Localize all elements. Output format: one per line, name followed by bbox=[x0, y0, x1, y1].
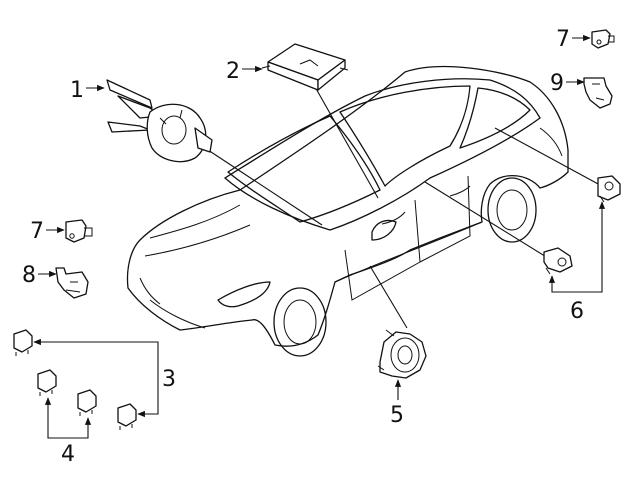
callout-5: 5 bbox=[390, 403, 404, 428]
part-sensor-6-upper bbox=[597, 175, 621, 203]
part-sensor-3-lower bbox=[117, 403, 137, 430]
part-sensor-4-left bbox=[37, 369, 57, 396]
part-sensor-7-left bbox=[65, 219, 93, 243]
callout-8: 8 bbox=[22, 263, 36, 288]
callout-2: 2 bbox=[226, 59, 240, 84]
callout-4: 4 bbox=[61, 442, 75, 467]
part-airbag-control-module bbox=[261, 43, 349, 91]
part-sensor-6-lower bbox=[543, 247, 573, 275]
callout-arrows bbox=[33, 34, 606, 439]
callout-1: 1 bbox=[70, 78, 84, 103]
leader-lines bbox=[204, 77, 601, 329]
part-sensor-8-bracket bbox=[55, 267, 89, 299]
part-sensor-9-bracket bbox=[583, 77, 613, 109]
callout-6: 6 bbox=[570, 299, 584, 324]
callout-3: 3 bbox=[162, 367, 176, 392]
car-illustration bbox=[126, 65, 569, 357]
part-clock-spring-switch bbox=[106, 79, 213, 163]
callout-7-top: 7 bbox=[556, 27, 570, 52]
part-sensor-4-right bbox=[77, 389, 97, 416]
part-5-ring-unit bbox=[377, 329, 427, 379]
part-sensor-3-upper bbox=[13, 329, 33, 356]
callout-labels: 1 2 7 9 7 8 3 4 5 6 bbox=[22, 27, 584, 467]
callout-7-left: 7 bbox=[30, 219, 44, 244]
callout-9: 9 bbox=[550, 71, 564, 96]
part-sensor-7-top bbox=[591, 29, 615, 49]
